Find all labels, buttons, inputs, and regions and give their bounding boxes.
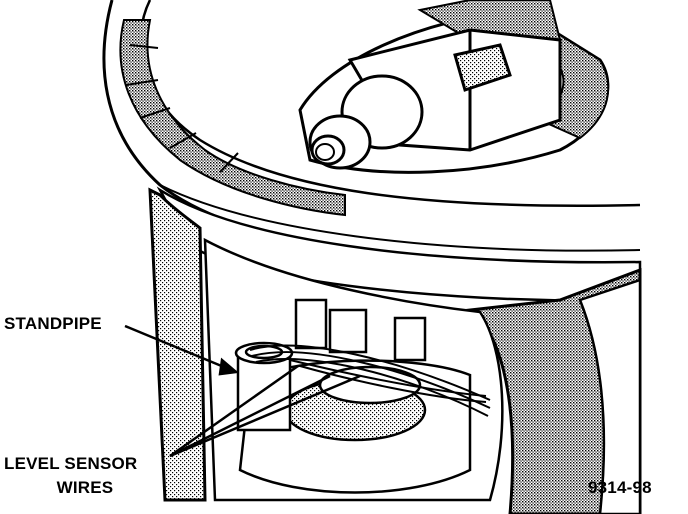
fuel-outlet-tube xyxy=(308,28,562,170)
cap-shaded-rim xyxy=(519,9,610,140)
figure-id: 9314-98 xyxy=(588,478,652,497)
level-sensor-wires-label-line2: WIRES xyxy=(56,478,114,497)
level-sensor-wires-label-line1: LEVEL SENSOR xyxy=(4,454,138,473)
rim-shading xyxy=(119,19,346,217)
leader-lines xyxy=(124,324,361,458)
rim-segments xyxy=(125,44,239,173)
level-sensor-wires xyxy=(249,344,491,417)
housing-left-inner-edge xyxy=(199,227,206,501)
standpipe-label: STANDPIPE xyxy=(4,314,102,333)
